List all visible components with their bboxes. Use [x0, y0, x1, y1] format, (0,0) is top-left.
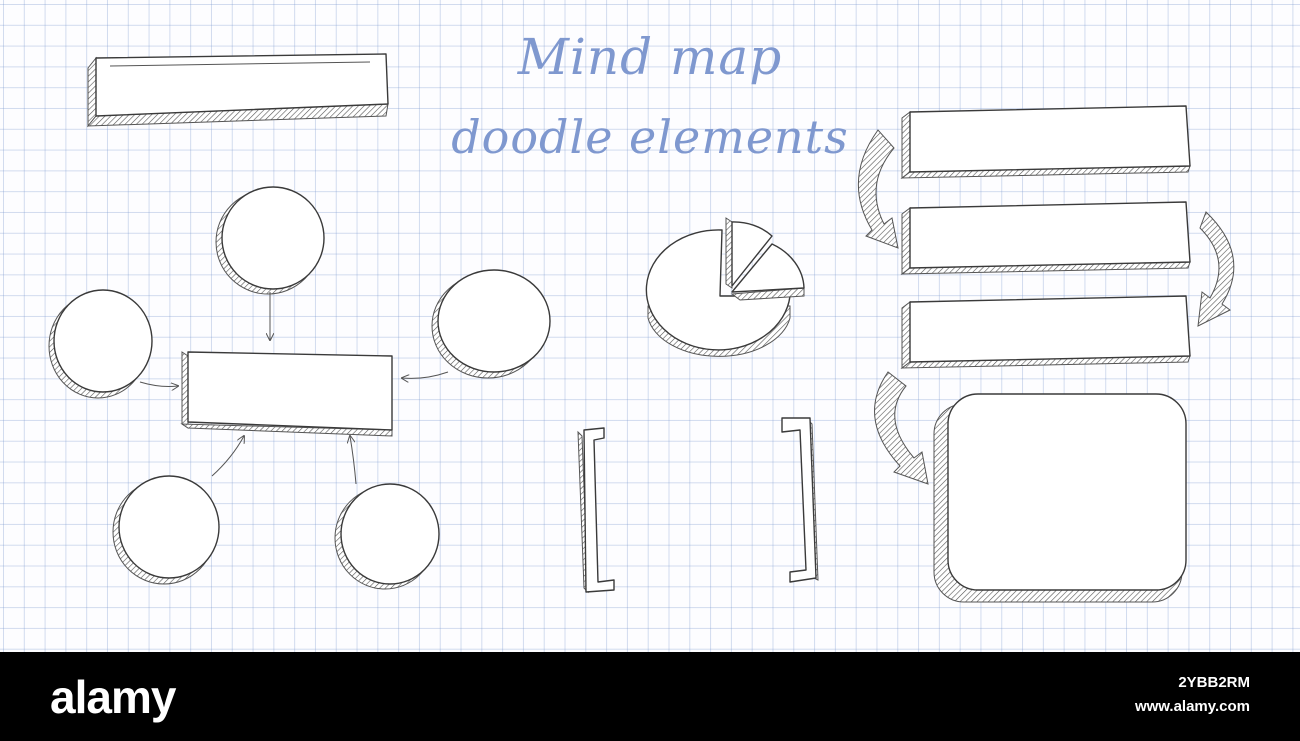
- image-id: 2YBB2RM: [1178, 674, 1250, 691]
- brand-logo: alamy: [50, 671, 176, 723]
- stacked-banner-3: [900, 295, 1191, 369]
- watermark-footer: alamy 2YBB2RM www.alamy.com: [0, 652, 1300, 741]
- website-url: www.alamy.com: [1134, 698, 1250, 715]
- mind-map-circle-bottom-right: [334, 483, 440, 590]
- curved-arrow-3: [874, 371, 929, 485]
- mind-map-connectors: [139, 292, 449, 485]
- curved-arrow-2: [1197, 211, 1235, 327]
- bracket-right: [781, 417, 819, 583]
- bracket-left: [577, 427, 615, 594]
- stacked-banner-2: [900, 201, 1191, 275]
- mind-map-center-box: [180, 351, 393, 437]
- mind-map-circle-bottom-left: [112, 475, 220, 585]
- mind-map-cluster: [48, 186, 551, 590]
- title-line-2: doodle elements: [451, 110, 849, 164]
- mind-map-circle-top: [215, 186, 325, 295]
- mind-map-circle-left: [48, 289, 153, 399]
- rounded-frame: [933, 393, 1187, 603]
- title-line-1: Mind map: [517, 28, 783, 86]
- curved-arrow-1: [857, 129, 899, 249]
- pie-chart-doodle: [645, 217, 805, 357]
- doodle-elements: [48, 53, 1235, 603]
- top-left-banner: [86, 53, 389, 128]
- mind-map-circle-right: [431, 269, 551, 379]
- stacked-banner-1: [900, 105, 1191, 179]
